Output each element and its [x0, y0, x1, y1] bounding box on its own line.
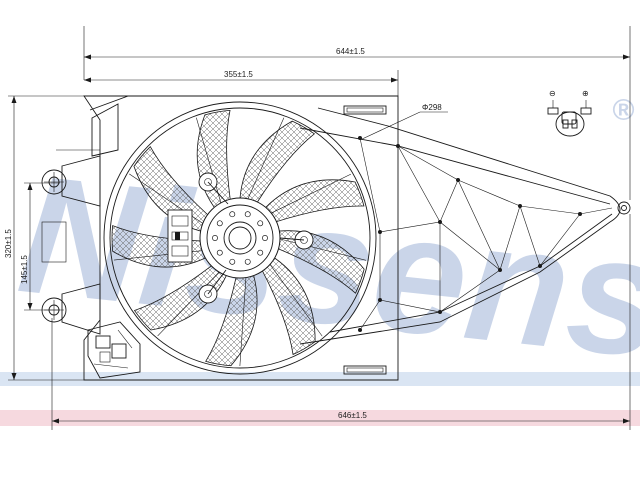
- overall-top-label: 644±1.5: [336, 47, 365, 56]
- fan-spoke: [247, 117, 285, 199]
- fan-ring-outer: [103, 101, 377, 375]
- motor-mount-lugs: [198, 172, 314, 304]
- pin-positive-symbol: ⊕: [582, 89, 589, 98]
- pin-negative-symbol: ⊖: [549, 89, 556, 98]
- label-plate-top: [343, 105, 387, 115]
- blue-band: [0, 372, 640, 386]
- hub-bolt-hole: [244, 211, 251, 218]
- fan-blade: [262, 257, 316, 356]
- hub-bolt-hole: [257, 249, 264, 256]
- fan-blade: [265, 179, 365, 223]
- diameter-callout: Φ298: [359, 103, 448, 141]
- label-plate-bottom: [343, 365, 387, 375]
- fan-spoke: [269, 264, 323, 337]
- support-brace: [299, 107, 631, 345]
- dimension-overall-bottom: 646±1.5: [51, 214, 631, 430]
- fan-ring-inner: [109, 107, 371, 369]
- fan-shroud: [41, 95, 399, 381]
- overall-bottom-label: 646±1.5: [338, 411, 367, 420]
- fan-diameter-label: Φ298: [422, 103, 442, 112]
- hub-bolt-hole: [257, 220, 264, 227]
- connector-pinout: ⊖ ⊕: [547, 89, 592, 137]
- fan-spoke: [157, 271, 220, 337]
- fan-blade: [133, 265, 227, 331]
- hub-bolt-hole: [216, 249, 223, 256]
- hub-bolt-hole: [216, 220, 223, 227]
- hub-bolt-hole: [262, 235, 268, 241]
- height-mounts-label: 145±1.5: [20, 255, 29, 284]
- fan-spoke: [196, 117, 222, 203]
- pink-band: [0, 410, 640, 426]
- hub-bolt-hole: [229, 258, 236, 265]
- inner-top-label: 355±1.5: [224, 70, 253, 79]
- motor-connector-block: [167, 209, 193, 263]
- hub-bolt-hole: [244, 258, 251, 265]
- motor-hub: [199, 197, 281, 279]
- fan-blade: [239, 120, 316, 203]
- mount-lug-lower: [41, 283, 101, 335]
- dimension-inner-top: 355±1.5: [84, 70, 399, 96]
- registered-mark: ®: [612, 94, 635, 127]
- hub-bolt-hole: [212, 235, 218, 241]
- hub-bolt-hole: [229, 211, 236, 218]
- fan-spoke: [239, 277, 247, 367]
- mount-lug-upper: [41, 155, 101, 207]
- fan-spoke: [271, 173, 352, 214]
- hub-bolt-holes: [212, 211, 268, 265]
- fan-rotor: [103, 101, 377, 375]
- dimension-overall-top: 644±1.5: [83, 26, 631, 200]
- harness-connector: [87, 321, 141, 379]
- height-total-label: 320±1.5: [4, 229, 13, 258]
- fan-spoke: [279, 238, 367, 261]
